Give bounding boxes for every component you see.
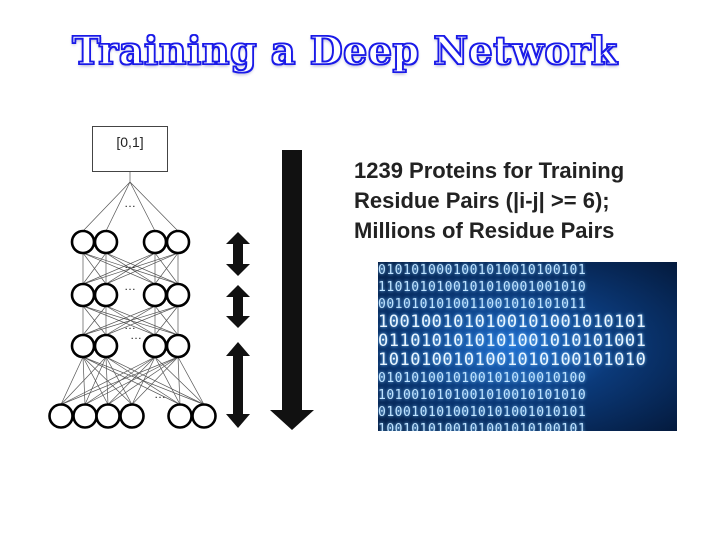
neuron-circle xyxy=(121,405,144,428)
binary-row: 0110101010101001010101001 xyxy=(378,332,677,351)
binary-row: 1001010100101001010100101 xyxy=(378,421,677,431)
binary-row: 0100101010010101001010101 xyxy=(378,404,677,421)
network-edge xyxy=(130,182,178,231)
neuron-circle xyxy=(167,335,189,357)
double-arrow xyxy=(226,285,250,328)
double-arrow xyxy=(226,342,250,428)
neuron-circle xyxy=(169,405,192,428)
neuron-circle xyxy=(95,284,117,306)
ellipsis-label: … xyxy=(130,328,142,342)
info-line-residue-pairs: Residue Pairs (|i-j| >= 6); xyxy=(354,186,714,216)
neuron-circle xyxy=(95,335,117,357)
binary-data-image: 0101010001001010010100101 11010101001010… xyxy=(378,262,677,431)
neuron-circle xyxy=(167,231,189,253)
neuron-circle xyxy=(97,405,120,428)
binary-row: 1010010101001010010101010 xyxy=(378,387,677,404)
neuron-circle xyxy=(72,284,94,306)
binary-row: 0010101010011001010101011 xyxy=(378,296,677,313)
down-arrow xyxy=(270,150,314,430)
info-line-millions: Millions of Residue Pairs xyxy=(354,216,714,246)
network-edge xyxy=(83,182,130,231)
training-arrows xyxy=(226,150,314,430)
neuron-circle xyxy=(72,335,94,357)
ellipsis-label: … xyxy=(124,196,136,210)
neuron-circle xyxy=(74,405,97,428)
binary-row: 0101010001001010010100101 xyxy=(378,262,677,279)
binary-row: 0101010010100101010010100 xyxy=(378,370,677,387)
ellipsis-label: … xyxy=(154,387,166,401)
info-line-proteins: 1239 Proteins for Training xyxy=(354,156,714,186)
binary-row: 1001001010100101001010101 xyxy=(378,313,677,332)
neuron-circle xyxy=(193,405,216,428)
ellipsis-label: … xyxy=(124,257,136,271)
network-edge xyxy=(178,357,204,405)
network-edge xyxy=(61,357,83,405)
neuron-circle xyxy=(144,335,166,357)
neuron-circle xyxy=(72,231,94,253)
neuron-circle xyxy=(167,284,189,306)
neuron-circle xyxy=(144,231,166,253)
binary-row: 1101010100101010001001010 xyxy=(378,279,677,296)
training-info: 1239 Proteins for Training Residue Pairs… xyxy=(354,156,714,246)
double-arrow xyxy=(226,232,250,276)
neuron-circle xyxy=(144,284,166,306)
neuron-circle xyxy=(95,231,117,253)
neuron-circle xyxy=(50,405,73,428)
binary-row: 1010100101001010100101010 xyxy=(378,351,677,370)
ellipsis-label: … xyxy=(124,279,136,293)
